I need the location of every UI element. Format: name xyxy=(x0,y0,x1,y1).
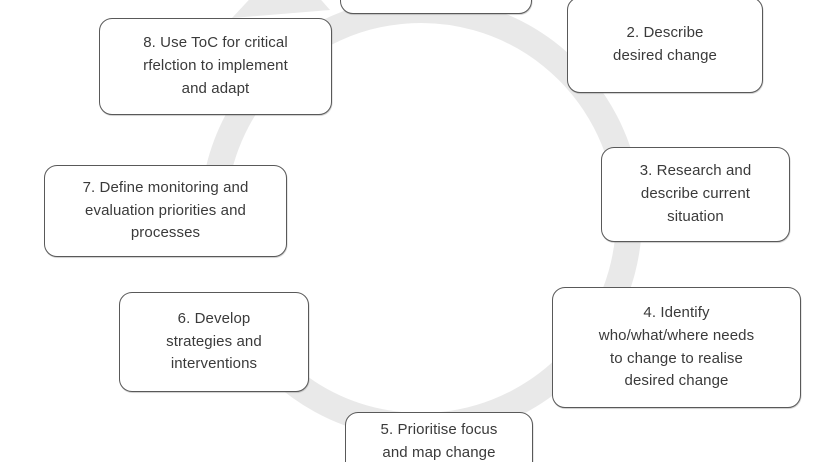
cycle-step-4[interactable]: 4. Identify who/what/where needs to chan… xyxy=(552,287,801,408)
cycle-step-1[interactable] xyxy=(340,0,532,14)
cycle-step-3[interactable]: 3. Research and describe current situati… xyxy=(601,147,790,242)
cycle-step-2[interactable]: 2. Describe desired change xyxy=(567,0,763,93)
ring-arrowhead-icon xyxy=(232,0,330,18)
cycle-step-8[interactable]: 8. Use ToC for critical rfelction to imp… xyxy=(99,18,332,115)
cycle-step-5[interactable]: 5. Prioritise focus and map change xyxy=(345,412,533,462)
cycle-step-6[interactable]: 6. Develop strategies and interventions xyxy=(119,292,309,392)
cycle-step-7[interactable]: 7. Define monitoring and evaluation prio… xyxy=(44,165,287,257)
